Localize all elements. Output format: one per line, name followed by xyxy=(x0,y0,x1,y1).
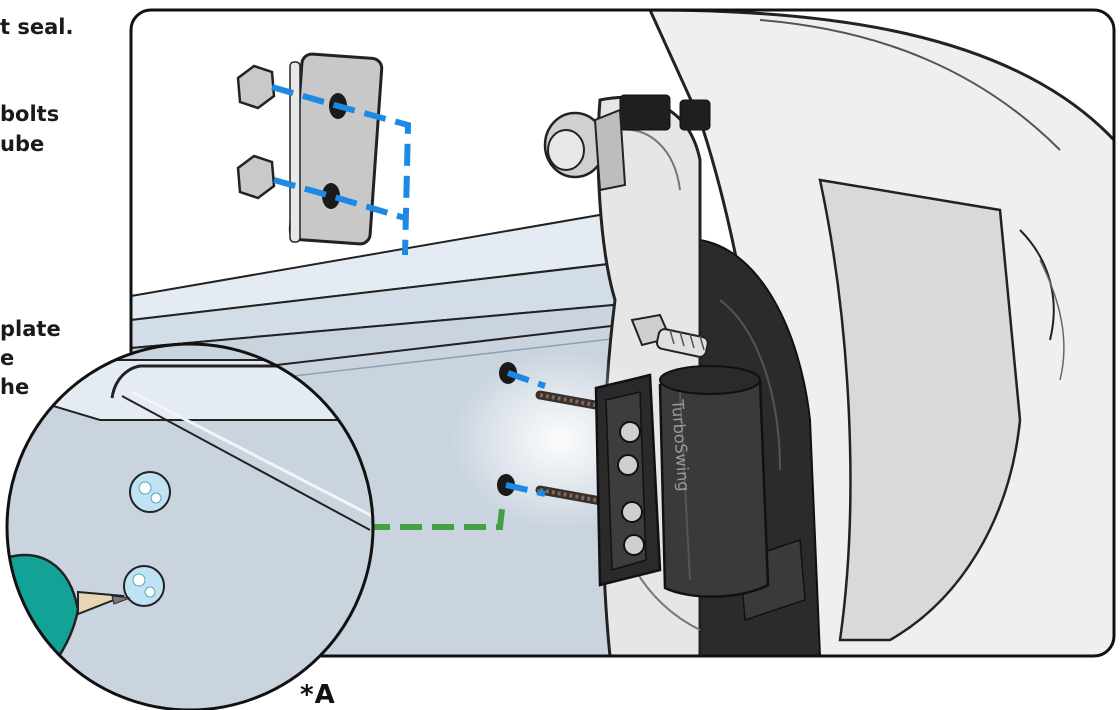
instruction-line-3: ube xyxy=(0,132,45,156)
hex-nut-icon xyxy=(236,64,276,200)
instruction-line-1: t seal. xyxy=(0,15,74,39)
clamp-bracket-icon: TurboSwing xyxy=(594,365,770,598)
adjustment-knob-icon xyxy=(543,108,627,192)
instruction-line-5: e xyxy=(0,346,15,370)
instruction-line-4: plate xyxy=(0,317,61,341)
footnote-marker: *A xyxy=(300,680,336,710)
sealant-blob-icon xyxy=(123,565,165,607)
instruction-line-2: bolts xyxy=(0,102,60,126)
bolt-icon xyxy=(630,313,709,358)
backing-plate-icon xyxy=(288,52,384,246)
panel-border xyxy=(129,8,1116,658)
sealant-blob-icon xyxy=(129,471,171,513)
bolt-guide-lines xyxy=(505,370,546,497)
sealant-guide-line xyxy=(336,499,506,530)
plate-guide-lines xyxy=(271,84,412,256)
instruction-line-6: he xyxy=(0,375,30,399)
